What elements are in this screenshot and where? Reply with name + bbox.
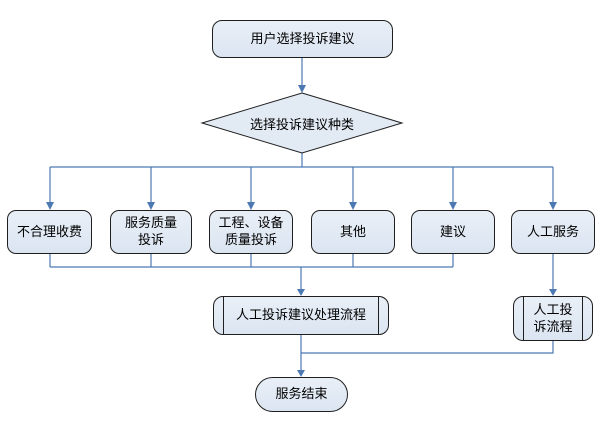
node-manual-service: 人工服务 bbox=[511, 210, 595, 254]
node-manual-service-label: 人工服务 bbox=[526, 223, 579, 239]
node-other-label: 其他 bbox=[339, 223, 366, 239]
node-suggestion-label: 建议 bbox=[439, 223, 466, 239]
node-service-quality-complaint: 服务质量 投诉 bbox=[110, 210, 192, 254]
node-decision-label: 选择投诉建议种类 bbox=[249, 116, 354, 132]
node-end: 服务结束 bbox=[255, 377, 348, 412]
node-unreasonable-charges: 不合理收费 bbox=[7, 210, 92, 254]
node-manual-complaint-process: 人工投 诉流程 bbox=[513, 296, 593, 341]
decision-diamond-shape bbox=[200, 92, 404, 154]
node-manual-complaint-process-label: 人工投 诉流程 bbox=[533, 301, 573, 334]
node-start-label: 用户选择投诉建议 bbox=[250, 30, 355, 46]
arrowheads bbox=[46, 85, 557, 377]
node-manual-complaint-suggestion-process: 人工投诉建议处理流程 bbox=[213, 296, 389, 335]
node-manual-complaint-suggestion-process-label: 人工投诉建议处理流程 bbox=[235, 307, 366, 323]
node-suggestion: 建议 bbox=[411, 210, 495, 254]
node-end-label: 服务结束 bbox=[275, 386, 328, 402]
node-equipment-quality-complaint-label: 工程、设备 质量投诉 bbox=[218, 215, 284, 247]
node-start: 用户选择投诉建议 bbox=[212, 20, 393, 58]
node-other: 其他 bbox=[311, 210, 395, 254]
node-unreasonable-charges-label: 不合理收费 bbox=[16, 223, 82, 239]
node-decision: 选择投诉建议种类 bbox=[202, 93, 402, 153]
node-equipment-quality-complaint: 工程、设备 质量投诉 bbox=[209, 210, 293, 254]
node-service-quality-complaint-label: 服务质量 投诉 bbox=[124, 215, 177, 247]
